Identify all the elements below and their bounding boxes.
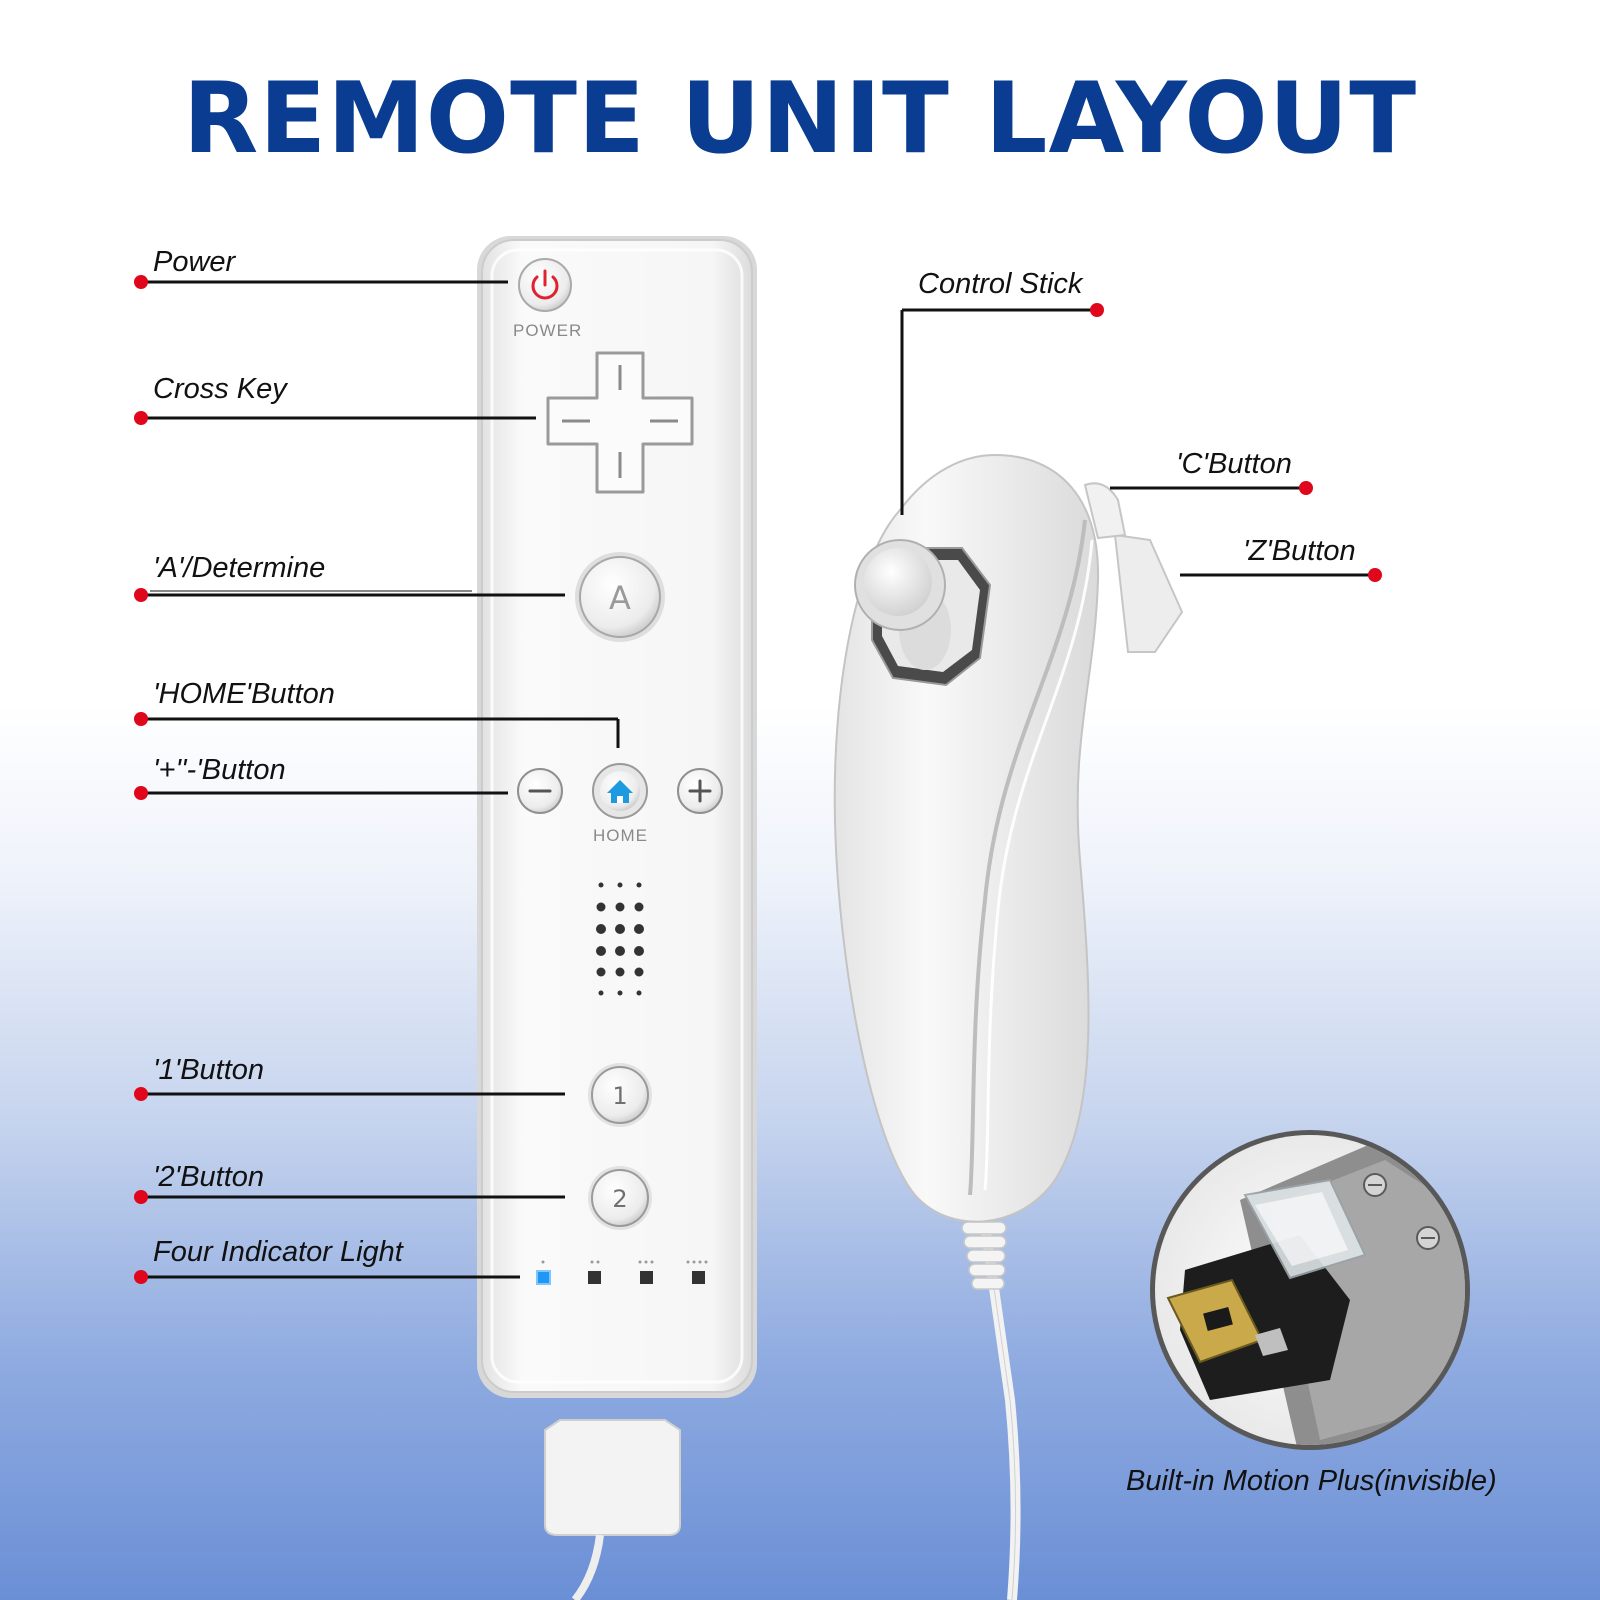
indicator-lights — [536, 1260, 708, 1285]
power-button[interactable] — [518, 258, 572, 312]
wrist-strap — [544, 1419, 681, 1600]
a-glyph: A — [609, 579, 631, 617]
label-two-button: '2'Button — [153, 1161, 265, 1193]
label-a-button: 'A'/Determine — [153, 552, 326, 584]
label-power: Power — [153, 246, 236, 278]
indicator-light-1 — [536, 1270, 551, 1285]
power-print: POWER — [513, 321, 583, 340]
nunchuk-cable — [961, 1221, 1021, 1600]
one-button[interactable]: 1 — [588, 1063, 652, 1127]
connector-zoom — [1150, 1130, 1470, 1450]
home-icon — [607, 780, 633, 803]
leader-dots — [134, 275, 1382, 1284]
label-c-button: 'C'Button — [1176, 448, 1292, 480]
indicator-light-4 — [692, 1271, 705, 1284]
label-cross-key: Cross Key — [153, 373, 287, 405]
leader-lines — [141, 280, 1375, 1279]
label-control-stick: Control Stick — [918, 268, 1083, 300]
label-z-button: 'Z'Button — [1243, 535, 1356, 567]
indicator-light-2 — [588, 1271, 601, 1284]
label-indicator: Four Indicator Light — [153, 1236, 403, 1268]
one-glyph: 1 — [612, 1082, 627, 1110]
home-print: HOME — [593, 826, 648, 845]
control-stick[interactable] — [854, 539, 992, 687]
label-home-button: 'HOME'Button — [153, 678, 335, 710]
label-one-button: '1'Button — [153, 1054, 265, 1086]
minus-button[interactable] — [517, 768, 563, 814]
home-button[interactable] — [592, 763, 648, 819]
page-title: REMOTE UNIT LAYOUT — [182, 62, 1418, 176]
two-button[interactable]: 2 — [588, 1166, 652, 1230]
label-plus-minus: '+''-'Button — [153, 754, 286, 786]
power-icon — [531, 269, 559, 300]
a-button[interactable]: A — [575, 552, 665, 642]
speaker-grille — [596, 882, 644, 996]
indicator-light-3 — [640, 1271, 653, 1284]
cross-key[interactable] — [546, 351, 694, 494]
label-motion-plus: Built-in Motion Plus(invisible) — [1126, 1465, 1497, 1497]
plus-button[interactable] — [677, 768, 723, 814]
c-button[interactable] — [1083, 482, 1127, 540]
z-button[interactable] — [1113, 533, 1184, 653]
two-glyph: 2 — [612, 1185, 627, 1213]
